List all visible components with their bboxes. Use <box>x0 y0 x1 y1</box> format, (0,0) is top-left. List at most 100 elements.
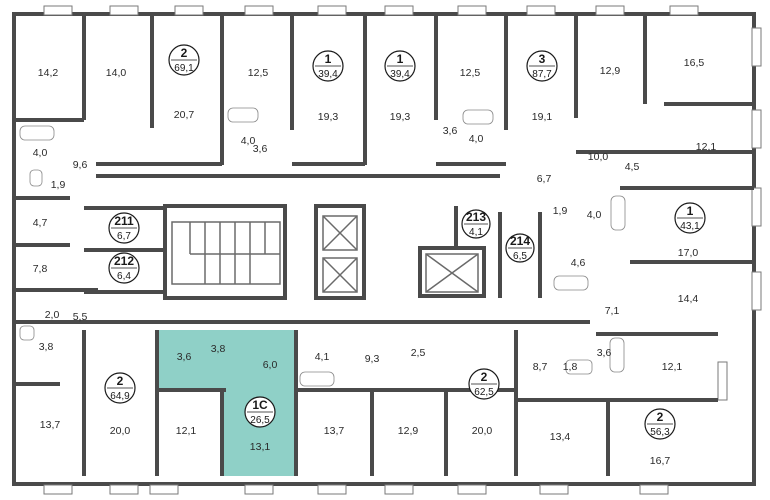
room-label: 3,8 <box>39 341 54 353</box>
room-label: 16,7 <box>650 455 671 467</box>
windows-top <box>43 5 699 16</box>
room-label: 1,8 <box>563 361 578 373</box>
badge-number: 213 <box>466 210 486 224</box>
room-label: 8,7 <box>533 361 548 373</box>
room-label: 6,7 <box>537 173 552 185</box>
room-label: 10,0 <box>588 151 609 163</box>
room-label: 3,6 <box>597 347 612 359</box>
badge-number: 1 <box>397 52 404 66</box>
room-label: 14,4 <box>678 293 699 305</box>
apartment-badge[interactable]: 139,4 <box>312 50 344 82</box>
room-label: 9,3 <box>365 353 380 365</box>
room-label: 20,7 <box>174 109 195 121</box>
room-label: 4,0 <box>33 147 48 159</box>
badge-number: 1 <box>687 204 694 218</box>
badge-number: 2 <box>117 374 124 388</box>
interior-walls <box>14 14 754 476</box>
room-label: 17,0 <box>678 247 699 259</box>
room-label: 4,0 <box>241 135 256 147</box>
badge-area: 64,9 <box>110 391 130 402</box>
apartment-badge[interactable]: 269,1 <box>168 44 200 76</box>
room-label: 12,1 <box>696 141 717 153</box>
room-label: 16,5 <box>684 57 705 69</box>
room-label: 3,6 <box>253 143 268 155</box>
room-label: 20,0 <box>110 425 131 437</box>
apartment-badge[interactable]: 256,3 <box>644 408 676 440</box>
room-label: 12,5 <box>460 67 481 79</box>
badge-number: 1 <box>325 52 332 66</box>
elevators <box>322 215 479 293</box>
room-label: 14,0 <box>106 67 127 79</box>
room-label: 19,3 <box>390 111 411 123</box>
room-label: 19,3 <box>318 111 339 123</box>
room-label: 12,1 <box>176 425 197 437</box>
room-label: 4,5 <box>625 161 640 173</box>
badge-area: 6,7 <box>117 231 131 242</box>
room-label: 12,5 <box>248 67 269 79</box>
room-label: 19,1 <box>532 111 553 123</box>
badge-number: 212 <box>114 254 134 268</box>
apartment-badge[interactable]: 1С 26,5 <box>244 396 276 428</box>
badge-area: 62,5 <box>474 387 494 398</box>
room-label: 12,9 <box>600 65 621 77</box>
badge-area: 6,5 <box>513 251 527 262</box>
badge-number: 211 <box>114 214 134 228</box>
room-label: 1,9 <box>553 205 568 217</box>
badge-number: 3 <box>539 52 546 66</box>
selected-apartment-highlight[interactable] <box>157 330 296 476</box>
room-label: 4,0 <box>587 209 602 221</box>
room-label: 20,0 <box>472 425 493 437</box>
apartment-badge[interactable]: 139,4 <box>384 50 416 82</box>
room-label: 12,1 <box>662 361 683 373</box>
apartment-badge[interactable]: 264,9 <box>104 372 136 404</box>
apartment-badge[interactable]: 143,1 <box>674 202 706 234</box>
room-label: 5,5 <box>73 311 88 323</box>
room-label: 2,0 <box>45 309 60 321</box>
badge-area: 39,4 <box>390 69 410 80</box>
room-label: 14,2 <box>38 67 59 79</box>
badge-number: 1С <box>252 398 268 412</box>
badge-area: 39,4 <box>318 69 338 80</box>
room-label: 13,4 <box>550 431 571 443</box>
room-label: 2,5 <box>411 347 426 359</box>
bathroom-fixtures <box>19 107 626 387</box>
badge-number: 2 <box>657 410 664 424</box>
badge-number: 2 <box>481 370 488 384</box>
room-label: 13,7 <box>40 419 61 431</box>
apartment-badges: 269,1139,4139,4387,7143,12116,72126,4213… <box>104 44 706 440</box>
badge-area: 6,4 <box>117 271 131 282</box>
room-label: 4,7 <box>33 217 48 229</box>
room-label: 13,7 <box>324 425 345 437</box>
badge-area: 43,1 <box>680 221 700 232</box>
badge-number: 214 <box>510 234 530 248</box>
room-label: 3,8 <box>211 343 226 355</box>
room-label: 9,6 <box>73 159 88 171</box>
room-label: 4,0 <box>469 133 484 145</box>
badge-area: 56,3 <box>650 427 670 438</box>
badge-area: 26,5 <box>250 415 270 426</box>
badge-area: 4,1 <box>469 227 483 238</box>
room-label: 3,6 <box>177 351 192 363</box>
room-label: 1,9 <box>51 179 66 191</box>
apartment-badge[interactable]: 387,7 <box>526 50 558 82</box>
staircase <box>171 221 281 285</box>
room-label: 6,0 <box>263 359 278 371</box>
room-label: 4,1 <box>315 351 330 363</box>
outer-wall <box>12 12 756 486</box>
apartment-badge[interactable]: 262,5 <box>468 368 500 400</box>
room-label: 3,6 <box>443 125 458 137</box>
room-label: 12,9 <box>398 425 419 437</box>
windows-bottom <box>43 484 669 495</box>
room-label: 7,8 <box>33 263 48 275</box>
room-label: 4,6 <box>571 257 586 269</box>
room-labels: 14,2 14,0 20,7 12,5 19,3 19,3 12,5 19,1 … <box>33 57 717 467</box>
room-label: 7,1 <box>605 305 620 317</box>
badge-area: 69,1 <box>174 63 194 74</box>
badge-area: 87,7 <box>532 69 552 80</box>
windows-right <box>717 27 762 401</box>
